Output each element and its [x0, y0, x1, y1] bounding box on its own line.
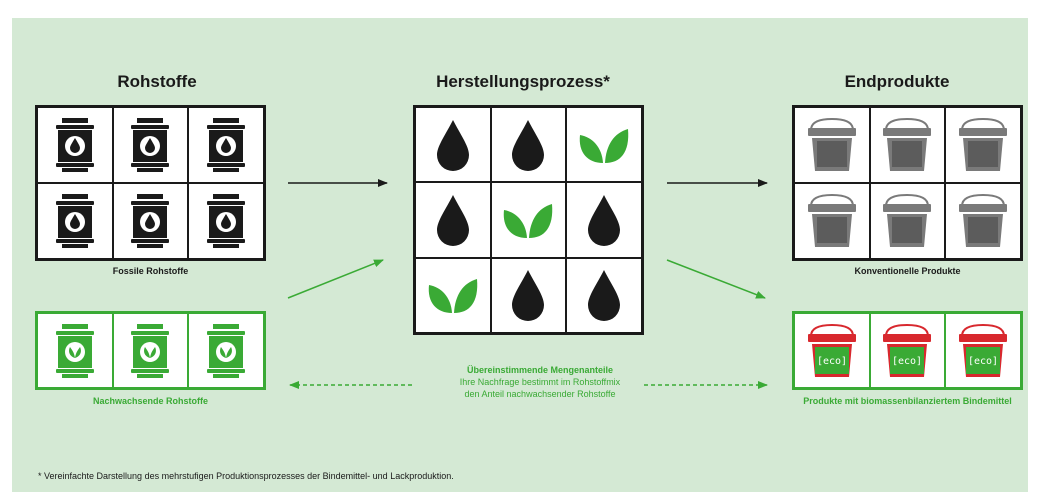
grid-cell	[945, 107, 1021, 183]
eco-bucket-icon: [eco]	[879, 323, 935, 379]
green-barrel-icon	[129, 323, 171, 378]
caption-fossil-raw-materials: Fossile Rohstoffe	[112, 266, 189, 276]
grid-cell	[566, 107, 642, 183]
leaf-icon	[576, 125, 632, 165]
grid-cell	[415, 182, 491, 258]
caption-conventional-products: Konventionelle Produkte	[854, 266, 961, 276]
arrow-process-to-eco	[666, 259, 766, 299]
conventional-products-grid	[792, 105, 1023, 261]
grid-cell	[566, 257, 642, 333]
title-raw-materials: Rohstoffe	[117, 72, 197, 91]
grid-cell: [eco]	[869, 313, 946, 388]
grid-cell	[869, 107, 946, 183]
grid-cell	[37, 313, 113, 388]
grid-cell: [eco]	[794, 313, 870, 388]
grid-cell	[945, 183, 1021, 259]
oil-barrel-icon	[129, 194, 171, 248]
paint-bucket-icon	[804, 193, 860, 249]
oil-barrel-icon	[54, 194, 96, 248]
arrow-renewable-to-process	[287, 259, 384, 299]
matching-quantities-heading: Übereinstimmende Mengenanteile	[466, 365, 614, 375]
paint-bucket-icon	[804, 117, 860, 173]
grid-cell	[490, 257, 567, 333]
oil-drop-icon	[584, 193, 624, 247]
grid-cell	[112, 107, 189, 183]
grid-cell	[112, 183, 189, 259]
grid-cell: [eco]	[945, 313, 1021, 388]
grid-cell	[490, 107, 567, 183]
green-barrel-icon	[205, 323, 247, 378]
leaf-icon	[425, 275, 481, 315]
renewable-raw-materials-grid	[35, 311, 266, 390]
green-barrel-icon	[54, 323, 96, 378]
oil-drop-icon	[584, 268, 624, 322]
eco-bucket-icon: [eco]	[955, 323, 1011, 379]
title-manufacturing-process: Herstellungsprozess*	[436, 72, 610, 91]
oil-barrel-icon	[54, 118, 96, 172]
grid-cell	[490, 182, 567, 258]
eco-products-grid: [eco] [eco] [eco]	[792, 311, 1023, 390]
leaf-icon	[500, 200, 556, 240]
caption-renewable-raw-materials: Nachwachsende Rohstoffe	[92, 396, 209, 406]
oil-drop-icon	[508, 268, 548, 322]
matching-quantities-note: Übereinstimmende Mengenanteile Ihre Nach…	[420, 364, 660, 400]
oil-drop-icon	[433, 193, 473, 247]
grid-cell	[415, 107, 491, 183]
oil-barrel-icon	[205, 118, 247, 172]
eco-label: [eco]	[817, 356, 847, 367]
oil-drop-icon	[508, 118, 548, 172]
paint-bucket-icon	[955, 193, 1011, 249]
grid-cell	[566, 182, 642, 258]
paint-bucket-icon	[879, 117, 935, 173]
eco-bucket-icon: [eco]	[804, 323, 860, 379]
grid-cell	[188, 107, 264, 183]
paint-bucket-icon	[879, 193, 935, 249]
fossil-raw-materials-grid	[35, 105, 266, 261]
matching-quantities-line-2: den Anteil nachwachsender Rohstoffe	[464, 389, 616, 399]
oil-barrel-icon	[129, 118, 171, 172]
oil-drop-icon	[433, 118, 473, 172]
manufacturing-process-grid	[413, 105, 644, 335]
grid-cell	[415, 257, 491, 333]
grid-cell	[188, 183, 264, 259]
caption-eco-products: Produkte mit biomassenbilanziertem Binde…	[803, 396, 1012, 406]
grid-cell	[112, 313, 189, 388]
oil-barrel-icon	[205, 194, 247, 248]
matching-quantities-line-1: Ihre Nachfrage bestimmt im Rohstoffmix	[459, 377, 621, 387]
grid-cell	[869, 183, 946, 259]
paint-bucket-icon	[955, 117, 1011, 173]
eco-label: [eco]	[968, 356, 998, 367]
grid-cell	[188, 313, 264, 388]
eco-label: [eco]	[892, 356, 922, 367]
grid-cell	[37, 107, 113, 183]
title-end-products: Endprodukte	[844, 72, 950, 91]
grid-cell	[794, 183, 870, 259]
grid-cell	[794, 107, 870, 183]
grid-cell	[37, 183, 113, 259]
footnote: * Vereinfachte Darstellung des mehrstufi…	[38, 471, 454, 481]
